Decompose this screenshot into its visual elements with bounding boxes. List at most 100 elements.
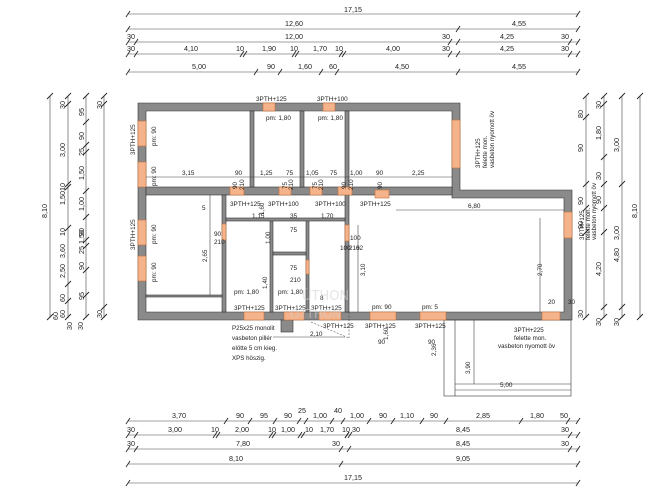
dim-bot-a2: 90 [236,411,244,420]
ring-beam-bottom-3: vasbeton nyomott öv [498,343,556,350]
dim-bot-b2: 3,00 [168,425,182,434]
door-height: 210 [290,277,301,284]
inner-dim: 6,80 [468,203,481,210]
window-right-low [563,211,573,239]
dim-bot-b3: 10 [211,425,219,434]
inner-dim: 90 [376,170,384,177]
dim-top-d9: 30 [442,44,450,53]
wall-v-3 [344,110,350,188]
dim-top-d11: 30 [561,44,569,53]
parapet-label: pm: 90 [151,262,158,282]
dim-left-b8: 60 [58,294,67,302]
inner-dim: 90 [428,339,436,346]
door-hall [221,223,227,241]
opening-label: 3PTH+125 [256,96,287,103]
dim-bot-b12: 30 [561,425,569,434]
dim-left-total: 8,10 [40,204,49,218]
dim-left-c6: 90 [77,228,86,236]
dim-left-c2: 90 [77,132,86,140]
top-dimensions: 17,15 12,60 4,55 30 12,00 30 4,25 30 30 … [125,5,581,76]
window-right-top [451,119,461,169]
opening-label: 3PTH+125 [230,201,261,208]
inner-dim: 3,10 [360,263,367,276]
watermark: ÚTHON OTTHON [290,288,349,321]
inner-dim: 1,60 [383,327,390,340]
ring-beam-top-1: 3PTH+125 [475,138,482,168]
ring-beam-right-3: vasbeton nyomott öv [591,182,598,240]
opening-label: 3PTH+125 [234,305,265,312]
door-width: 75 [290,265,298,272]
door-height: 210 [239,179,246,190]
dim-top-d2: 4,10 [184,44,198,53]
dim-left-b3: 10 [58,183,67,191]
dim-bot-c1: 30 [127,439,135,448]
window-bottom-2 [283,311,305,321]
dim-bot-a4: 90 [284,411,292,420]
dim-bot-a1: 3,70 [172,411,186,420]
door-width: 90 [232,181,239,189]
wall-v-1 [249,110,255,188]
window-left-1 [137,120,147,147]
ring-beam-top-3: vasbeton nyomott öv [489,110,496,168]
wall-h-3 [272,251,307,256]
dim-left-b9: 60 [58,310,67,318]
inner-dim: 2,10 [310,331,323,338]
window-top-2 [322,102,336,112]
opening-labels: 3PTH+125 3PTH+100 3PTH+125 3PTH+125 3PTH… [130,96,446,330]
ring-beam-top-2: felette mon. [482,135,489,168]
dim-top-e3: 1,60 [298,62,312,71]
dim-right-c5: 4,20 [594,262,603,276]
opening-label: 3PTH+125 [130,219,137,250]
column-note-2: vasbeton pillér [232,335,272,342]
opening-label: 3PTH+125 [365,323,396,330]
opening-label: 3PTH+125 [323,323,354,330]
dim-right-c1: 30 [594,101,603,109]
door-width: 75 [290,227,298,234]
dim-left-c9: 90 [77,262,86,270]
parapet-labels: pm: 1,80 pm: 1,80 pm: 90 pm: 90 pm: 90 p… [151,115,438,311]
dim-bot-d2: 9,05 [456,454,470,463]
dim-left-d4: 30 [76,322,85,330]
left-dimensions: 8,10 30 3,00 10 1,50 3,60 10 2,50 60 60 … [40,92,108,330]
dim-bot-c5: 30 [561,439,569,448]
dim-bot-a3: 95 [260,411,268,420]
dim-bot-d1: 8,10 [229,454,243,463]
door-width: 90 [214,231,222,238]
dim-bot-a13: 1,80 [530,411,544,420]
dim-left-c5: 1,00 [77,197,86,211]
dim-bot-a7: 40 [334,406,342,415]
dim-left-c8: 25 [77,246,86,254]
dim-bot-a14: 50 [560,411,568,420]
dim-top-d5: 10 [290,44,298,53]
door-height: 210 [318,179,325,190]
dim-bot-c3: 30 [332,439,340,448]
inner-dim: 5,00 [500,382,513,389]
door-int-1 [229,186,245,196]
door-int-5 [374,189,390,199]
dim-left-c4: 1,50 [77,166,86,180]
ring-beam-right-2: felette mon. [585,207,592,240]
door-width: 75 [312,181,319,189]
dim-left-d2: 30 [95,310,104,318]
parapet-label: pm: 1,80 [318,115,343,122]
opening-label: 3PTH+125 [275,305,306,312]
dim-right-d2: 90 [576,144,585,152]
dim-bot-b5: 10 [268,425,276,434]
inner-dim: 75 [330,170,338,177]
dim-right-total: 8,10 [630,204,639,218]
dim-bot-b4: 2,00 [235,425,249,434]
dim-top-c2: 12,00 [285,32,303,41]
door-bath [305,259,310,275]
door-int-3 [309,186,323,196]
opening-label: 3PTH+125 [415,323,446,330]
watermark-line-1: ÚTHON [302,288,349,304]
dim-left-d5: 60 [51,312,60,320]
inner-dim: 20 [548,299,556,306]
window-bottom-3 [318,311,342,321]
porch-outline [443,319,572,397]
dim-bot-b1: 30 [127,425,135,434]
dim-left-b2: 3,00 [58,143,67,157]
dim-bot-b7: 10 [305,425,313,434]
inner-dimensions: 3,15 90 1,25 75 1,05 75 1,00 90 2,25 6,8… [146,170,576,391]
wall-top-1 [145,186,453,196]
